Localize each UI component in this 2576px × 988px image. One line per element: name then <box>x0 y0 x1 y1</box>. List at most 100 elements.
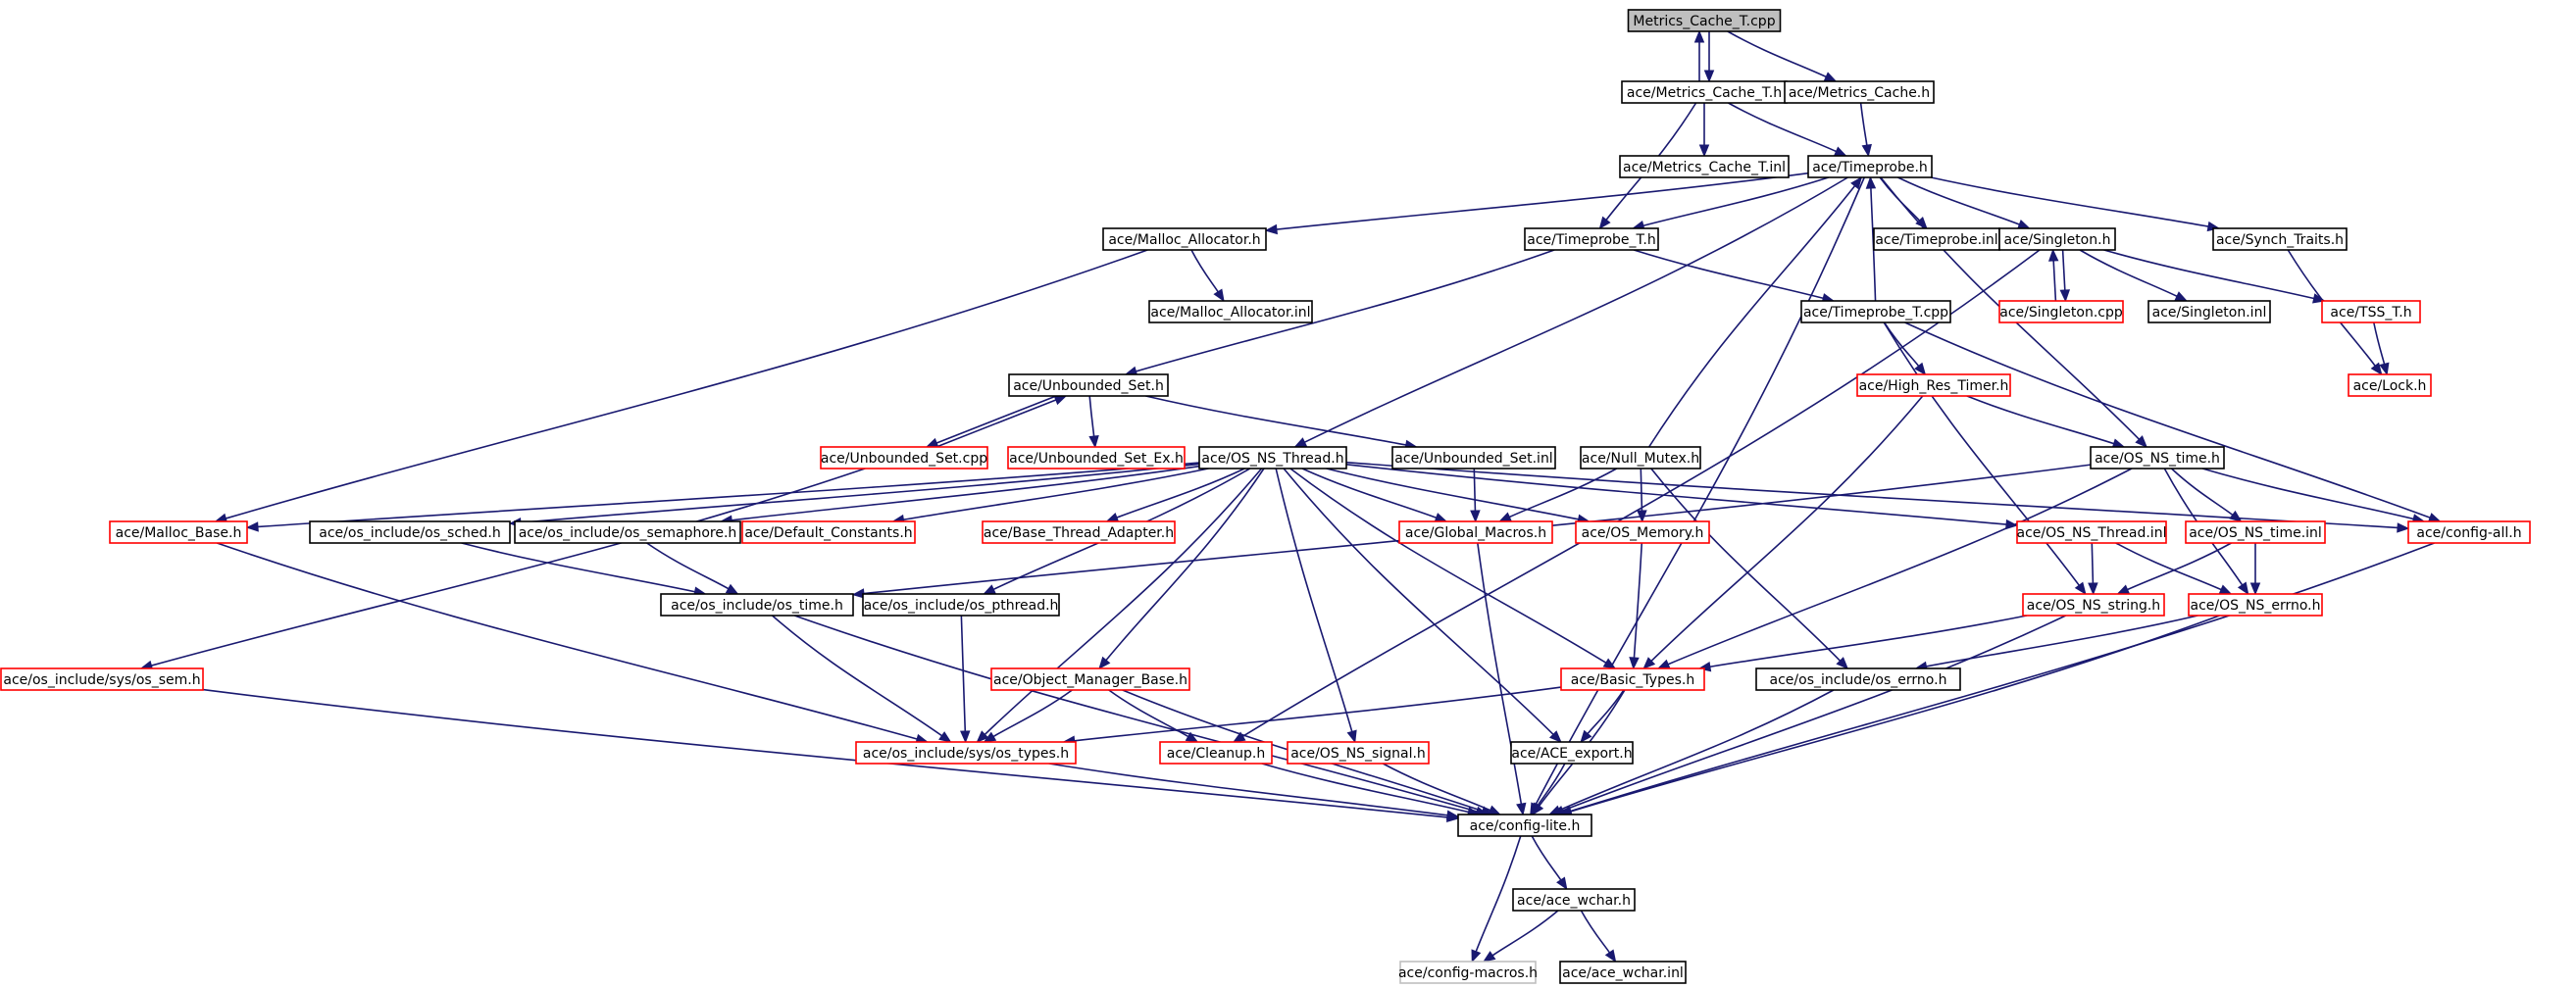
edge-arrowhead <box>725 583 739 595</box>
graph-node[interactable]: ace/OS_NS_time.h <box>2090 446 2225 469</box>
graph-node[interactable]: ace/OS_NS_Thread.inl <box>2016 520 2167 544</box>
graph-node[interactable]: ace/os_include/sys/os_types.h <box>855 741 1077 765</box>
graph-node[interactable]: ace/OS_NS_Thread.h <box>1198 446 1347 469</box>
graph-node[interactable]: ace/Unbounded_Set.cpp <box>820 446 988 469</box>
graph-node[interactable]: ace/Timeprobe_T.cpp <box>1800 300 1951 323</box>
graph-node[interactable]: ace/OS_Memory.h <box>1575 520 1710 544</box>
edge-line <box>1647 185 1856 448</box>
graph-node[interactable]: ace/Global_Macros.h <box>1398 520 1553 544</box>
edge-line <box>151 468 866 667</box>
graph-node[interactable]: ace/Singleton.h <box>1998 227 2116 251</box>
edge-arrowhead <box>1098 656 1111 670</box>
graph-node[interactable]: ace/Object_Manager_Base.h <box>990 667 1190 691</box>
graph-node[interactable]: ace/Timeprobe.inl <box>1873 227 2000 251</box>
edge-arrowhead <box>1264 223 1278 235</box>
node-box <box>855 741 1077 765</box>
node-box <box>2348 373 2432 397</box>
dependency-edge <box>1345 464 2019 530</box>
node-box <box>2022 593 2165 617</box>
dependency-edge <box>216 542 930 744</box>
dependency-edge <box>245 462 1200 532</box>
node-label: ace/Unbounded_Set.h <box>1013 378 1164 394</box>
node-label: ace/OS_NS_time.inl <box>2189 525 2322 541</box>
dependency-edge <box>1547 689 1835 815</box>
graph-node[interactable]: ace/Singleton.inl <box>2147 300 2271 323</box>
graph-node[interactable]: ace/OS_NS_string.h <box>2022 593 2165 617</box>
graph-node[interactable]: ace/os_include/os_errno.h <box>1755 667 1961 691</box>
edge-arrowhead <box>938 731 952 743</box>
edge-line <box>1491 910 1559 957</box>
graph-node[interactable]: ace/Metrics_Cache_T.inl <box>1619 155 1790 178</box>
node-label: ace/os_include/os_time.h <box>671 598 843 614</box>
node-label: ace/os_include/os_pthread.h <box>864 598 1059 614</box>
graph-node[interactable]: ace/config-all.h <box>2407 520 2531 544</box>
graph-node[interactable]: ace/Base_Thread_Adapter.h <box>982 520 1176 544</box>
dependency-edge <box>1470 468 1481 523</box>
edge-arrowhead <box>1232 731 1246 743</box>
graph-node[interactable]: ace/Metrics_Cache.h <box>1784 80 1935 104</box>
edge-arrowhead <box>2116 584 2131 595</box>
graph-node[interactable]: ace/Cleanup.h <box>1159 741 1273 765</box>
dependency-edge <box>1650 468 1849 669</box>
graph-node[interactable]: ace/High_Res_Timer.h <box>1856 373 2011 397</box>
graph-node[interactable]: ace/ace_wchar.inl <box>1559 961 1687 984</box>
graph-node[interactable]: ace/os_include/os_sched.h <box>309 520 511 544</box>
graph-node[interactable]: ace/Default_Constants.h <box>741 520 916 544</box>
graph-node[interactable]: ace/Malloc_Allocator.inl <box>1148 300 1313 323</box>
graph-node[interactable]: ace/Unbounded_Set_Ex.h <box>1007 446 1186 469</box>
graph-node[interactable]: ace/Basic_Types.h <box>1560 667 1705 691</box>
graph-node[interactable]: ace/config-macros.h <box>1398 961 1538 984</box>
edge-arrowhead <box>2174 291 2189 302</box>
graph-node[interactable]: ace/TSS_T.h <box>2321 300 2421 323</box>
dependency-edge <box>1088 395 1099 449</box>
node-label: ace/OS_NS_signal.h <box>1290 746 1426 762</box>
graph-node[interactable]: ace/os_include/sys/os_sem.h <box>0 667 204 691</box>
dependency-edge <box>1289 468 1617 669</box>
dependency-edge <box>461 542 707 597</box>
graph-node[interactable]: ace/OS_NS_errno.h <box>2188 593 2323 617</box>
dependency-edge <box>1345 461 2410 533</box>
dependency-edge <box>1637 468 1647 523</box>
edge-line <box>1870 187 1877 302</box>
edge-line <box>1475 835 1522 953</box>
graph-node[interactable]: ace/os_include/os_semaphore.h <box>514 520 741 544</box>
edge-line <box>1569 542 2435 813</box>
node-label: ace/Metrics_Cache_T.h <box>1627 85 1782 101</box>
graph-node[interactable]: ace/Unbounded_Set.h <box>1008 373 1169 397</box>
graph-node[interactable]: Metrics_Cache_T.cpp <box>1627 9 1782 32</box>
graph-node[interactable]: ace/ACE_export.h <box>1510 741 1634 765</box>
graph-node[interactable]: ace/Timeprobe.h <box>1807 155 1933 178</box>
edge-arrowhead <box>1470 510 1481 523</box>
edge-line <box>1473 468 1477 512</box>
graph-node[interactable]: ace/Metrics_Cache_T.h <box>1621 80 1788 104</box>
graph-node[interactable]: ace/os_include/os_pthread.h <box>862 593 1060 617</box>
edge-line <box>1088 395 1095 437</box>
dependency-edge <box>1261 763 1481 817</box>
graph-node[interactable]: ace/Null_Mutex.h <box>1580 446 1701 469</box>
edge-line <box>1531 835 1562 881</box>
graph-node[interactable]: ace/ace_wchar.h <box>1512 888 1636 912</box>
node-box <box>2016 520 2167 544</box>
edge-arrowhead <box>1656 659 1671 669</box>
node-box <box>2407 520 2531 544</box>
graph-node[interactable]: ace/Singleton.cpp <box>1998 300 2124 323</box>
node-label: ace/Object_Manager_Base.h <box>993 672 1187 688</box>
edge-line <box>1966 395 2114 445</box>
graph-node[interactable]: ace/os_include/os_time.h <box>660 593 854 617</box>
edge-arrowhead <box>1105 512 1120 522</box>
graph-node[interactable]: ace/OS_NS_signal.h <box>1287 741 1430 765</box>
graph-node[interactable]: ace/Timeprobe_T.h <box>1524 227 1659 251</box>
edge-line <box>984 468 1263 735</box>
graph-node[interactable]: ace/Malloc_Allocator.h <box>1102 227 1267 251</box>
node-label: ace/config-all.h <box>2416 525 2521 541</box>
graph-node[interactable]: ace/Lock.h <box>2348 373 2432 397</box>
graph-node[interactable]: ace/Synch_Traits.h <box>2212 227 2348 251</box>
graph-node[interactable]: ace/Malloc_Base.h <box>109 520 248 544</box>
edge-line <box>2127 542 2232 591</box>
edge-line <box>226 249 1148 519</box>
edge-arrowhead <box>1693 29 1705 43</box>
graph-node[interactable]: ace/config-lite.h <box>1457 814 1592 837</box>
graph-node[interactable]: ace/Unbounded_Set.inl <box>1391 446 1556 469</box>
graph-node[interactable]: ace/OS_NS_time.inl <box>2185 520 2326 544</box>
